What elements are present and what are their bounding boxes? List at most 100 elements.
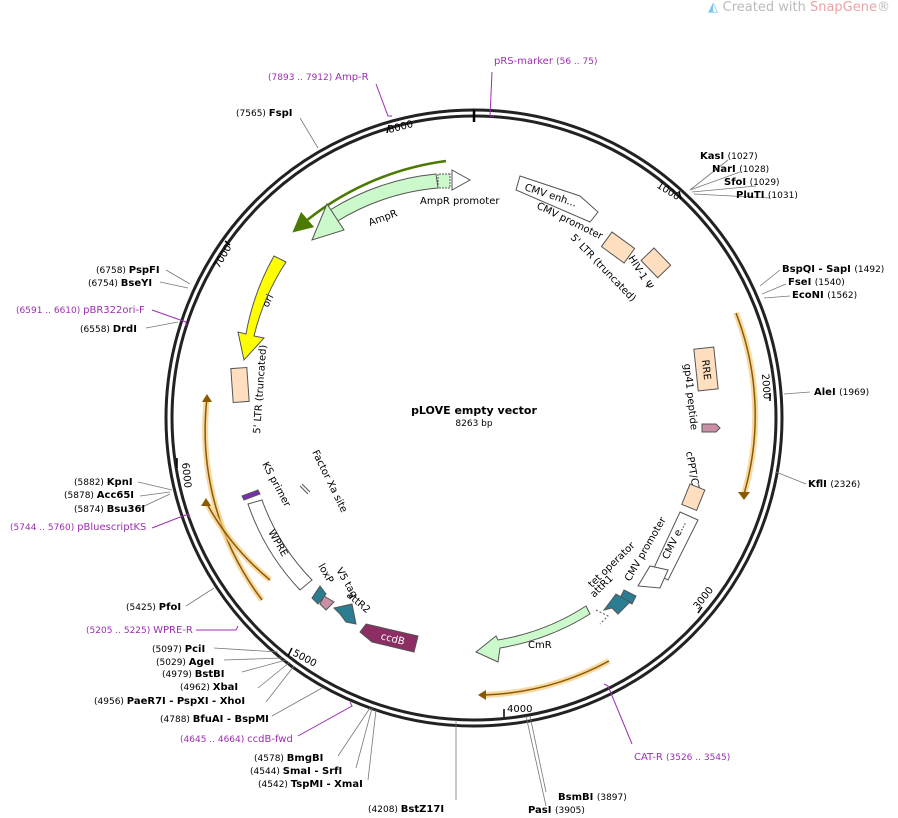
- restriction-site-24: (5878) Acc65I: [64, 490, 134, 501]
- restriction-site-8: AleI (1969): [814, 387, 869, 398]
- tick-marks: [176, 124, 771, 717]
- site-name: KpnI: [107, 477, 133, 488]
- restriction-site-2: NarI (1028): [712, 164, 769, 175]
- ks-primer-label: KS primer: [259, 460, 292, 510]
- restriction-site-15: (4578) BmgBI: [254, 753, 323, 764]
- site-position: (3905): [555, 806, 585, 816]
- primer-range: (3526 .. 3545): [666, 753, 730, 763]
- restriction-site-19: (4979) BstBI: [162, 669, 225, 680]
- primer-range: (5205 .. 5225): [86, 626, 153, 636]
- restriction-site-3: SfoI (1029): [724, 177, 780, 188]
- site-name: DrdI: [113, 324, 137, 335]
- primer-range: (56 .. 75): [556, 57, 597, 67]
- site-position: (4542): [258, 780, 291, 790]
- ampr-promoter-arrow: [451, 169, 472, 191]
- site-position: (5425): [126, 603, 159, 613]
- site-name: BsmBI: [558, 792, 597, 803]
- orf-arcs: [201, 311, 759, 700]
- site-position: (5874): [74, 505, 107, 515]
- site-position: (1969): [839, 388, 869, 398]
- restriction-site-21: (5097) PciI: [152, 644, 205, 655]
- site-name: KflI: [808, 479, 830, 490]
- ampr-promoter-box: [437, 173, 451, 189]
- restriction-site-0: (7565) FspI: [236, 108, 292, 119]
- tick-4000: 4000: [507, 704, 532, 715]
- restriction-site-5: BspQI - SapI (1492): [782, 264, 884, 275]
- primer-3: (5744 .. 5760) pBluescriptKS: [10, 522, 146, 533]
- plasmid-size: 8263 bp: [455, 419, 492, 429]
- ltr5-trunc-box-1: [600, 231, 636, 264]
- site-position: (5882): [74, 478, 107, 488]
- site-leaders: [137, 117, 811, 807]
- primer-5: (4645 .. 4664) ccdB-fwd: [180, 734, 293, 745]
- site-name: Bsu36I: [107, 504, 145, 515]
- site-position: (6558): [80, 325, 113, 335]
- site-name: FseI: [788, 277, 815, 288]
- v5-tag-box: [319, 595, 335, 611]
- site-name: PaeR7I - PspXI - XhoI: [127, 696, 245, 707]
- site-name: BstBI: [195, 669, 225, 680]
- restriction-site-11: PasI (3905): [528, 805, 585, 816]
- site-position: (2326): [830, 480, 860, 490]
- restriction-site-9: KflI (2326): [808, 479, 860, 490]
- factor-xa-mark: [299, 485, 309, 495]
- restriction-site-1: KasI (1027): [700, 151, 758, 162]
- site-name: AgeI: [189, 657, 214, 668]
- cppt-box: [681, 483, 706, 512]
- cmr-arrow: [475, 605, 591, 663]
- hiv-psi-box: [640, 247, 672, 279]
- attr2-arrow: [333, 603, 357, 625]
- restriction-site-6: FseI (1540): [788, 277, 845, 288]
- gp41-arrow: [701, 423, 721, 433]
- restriction-site-20: (5029) AgeI: [156, 657, 214, 668]
- snapgene-brand: SnapGene: [809, 0, 877, 15]
- primer-6: CAT-R (3526 .. 3545): [634, 752, 730, 763]
- tick-7000: 7000: [212, 243, 234, 271]
- site-name: TspMI - XmaI: [291, 779, 363, 790]
- site-position: (5878): [64, 491, 97, 501]
- site-name: AleI: [814, 387, 839, 398]
- site-name: PciI: [185, 644, 205, 655]
- primer-0: (7893 .. 7912) Amp-R: [268, 72, 369, 83]
- site-position: (4962): [180, 683, 213, 693]
- ccdb-arrow: [359, 623, 419, 653]
- cmv-enh-box: [515, 175, 599, 223]
- snapgene-logo-icon: ◭: [708, 0, 723, 15]
- site-position: (1031): [768, 191, 798, 201]
- primer-name: CAT-R: [634, 752, 666, 763]
- primer-range: (5744 .. 5760): [10, 523, 77, 533]
- restriction-site-25: (5882) KpnI: [74, 477, 133, 488]
- primer-4: (5205 .. 5225) WPRE-R: [86, 625, 193, 636]
- tick-2000: 2000: [759, 373, 772, 399]
- restriction-site-14: (4544) SmaI - SrfI: [250, 766, 342, 777]
- site-position: (4979): [162, 670, 195, 680]
- site-name: EcoNI: [792, 290, 827, 301]
- ltr5-trunc-box-2: [230, 366, 250, 404]
- restriction-site-28: (6758) PspFI: [96, 265, 160, 276]
- site-name: PasI: [528, 805, 555, 816]
- site-position: (1492): [854, 265, 884, 275]
- ampr-label: AmpR: [367, 208, 399, 229]
- restriction-site-18: (4962) XbaI: [180, 682, 238, 693]
- tick-1000: 1000: [654, 180, 681, 203]
- primer-name: ccdB-fwd: [247, 734, 293, 745]
- site-position: (1540): [815, 278, 845, 288]
- site-name: BmgBI: [287, 753, 324, 764]
- site-position: (3897): [597, 793, 627, 803]
- site-position: (1027): [728, 152, 758, 162]
- site-name: PfoI: [159, 602, 181, 613]
- site-position: (7565): [236, 109, 269, 119]
- primer-name: Amp-R: [335, 72, 369, 83]
- plasmid-name: pLOVE empty vector: [411, 404, 537, 417]
- restriction-site-16: (4788) BfuAI - BspMI: [160, 714, 269, 725]
- site-name: FspI: [269, 108, 293, 119]
- site-name: Acc65I: [97, 490, 134, 501]
- restriction-site-7: EcoNI (1562): [792, 290, 857, 301]
- site-name: XbaI: [213, 682, 238, 693]
- site-position: (4956): [94, 697, 127, 707]
- site-name: BstZ17I: [401, 804, 444, 815]
- ks-primer-arrow: [241, 489, 261, 501]
- restriction-site-4: PluTI (1031): [736, 190, 798, 201]
- site-position: (1029): [750, 178, 780, 188]
